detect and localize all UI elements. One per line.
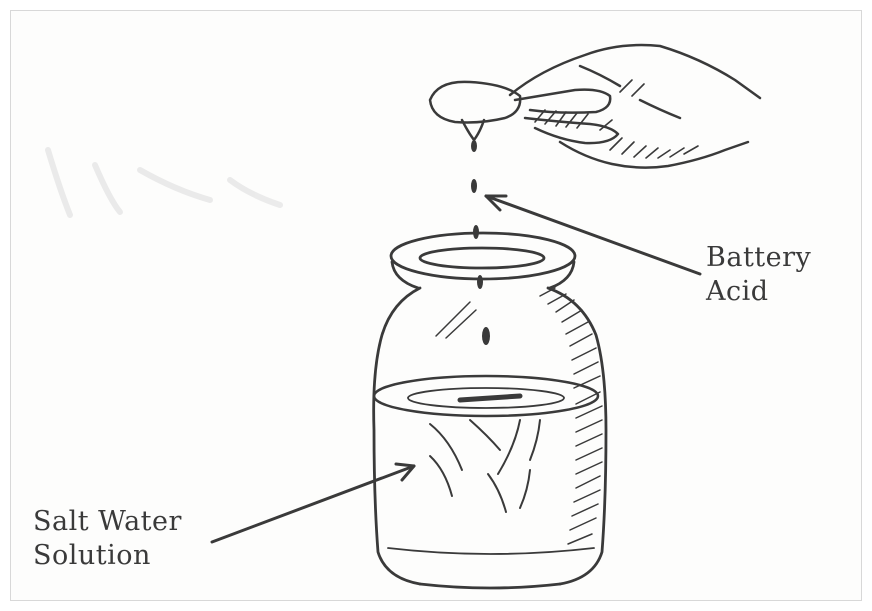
drop (471, 140, 477, 152)
salt-water-label-line2: Solution (33, 539, 182, 573)
hand-with-dropper (430, 45, 760, 168)
jar-body-left (374, 288, 420, 584)
salt-water-label: Salt Water Solution (33, 505, 182, 573)
battery-acid-label-line2: Acid (706, 275, 811, 309)
drop (482, 327, 490, 345)
jar-rim-top (391, 233, 575, 279)
battery-acid-label-line1: Battery (706, 241, 811, 275)
salt-water-liquid (374, 376, 598, 512)
drop (477, 275, 483, 289)
drop (471, 179, 477, 193)
scan-smudge (48, 150, 280, 215)
jar-bottom (420, 584, 560, 588)
battery-acid-label: Battery Acid (706, 241, 811, 309)
hand-outline (510, 45, 760, 98)
salt-water-arrow (212, 464, 414, 542)
jar-rim-inner (420, 248, 544, 268)
acid-drops (471, 140, 490, 345)
salt-water-label-line1: Salt Water (33, 505, 182, 539)
dropper-bulb (430, 82, 520, 123)
